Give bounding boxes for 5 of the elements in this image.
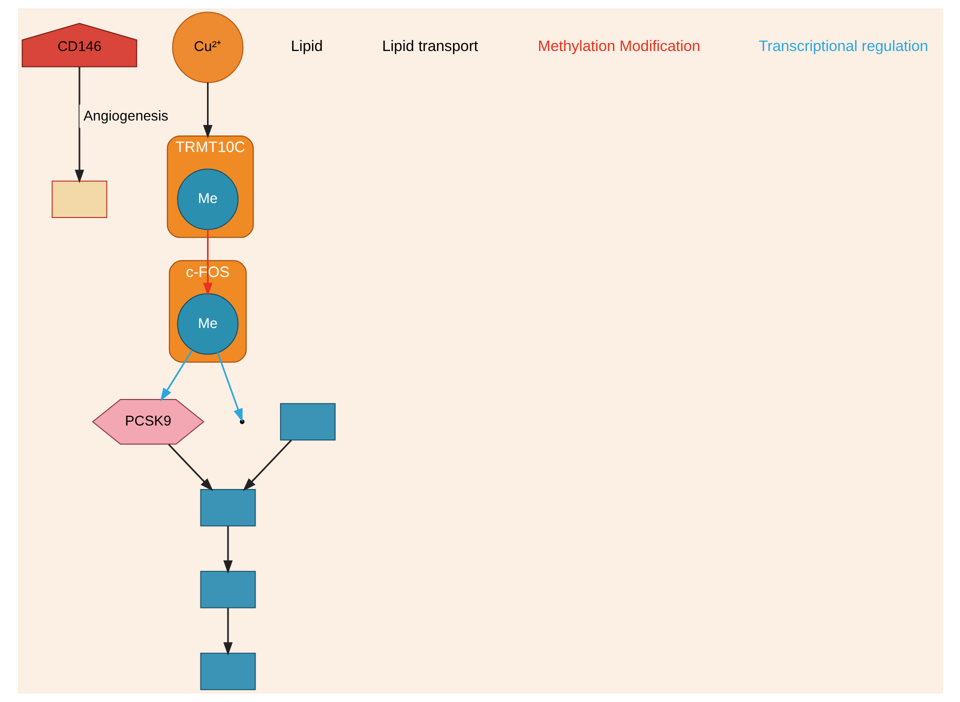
- legend-label: Methylation Modification: [537, 38, 700, 55]
- label: Lipid transport: [382, 38, 478, 55]
- legend-label: Transcriptional regulation: [758, 38, 928, 55]
- edge-label: Angiogenesis: [82, 107, 168, 124]
- label: Lipid: [290, 38, 322, 55]
